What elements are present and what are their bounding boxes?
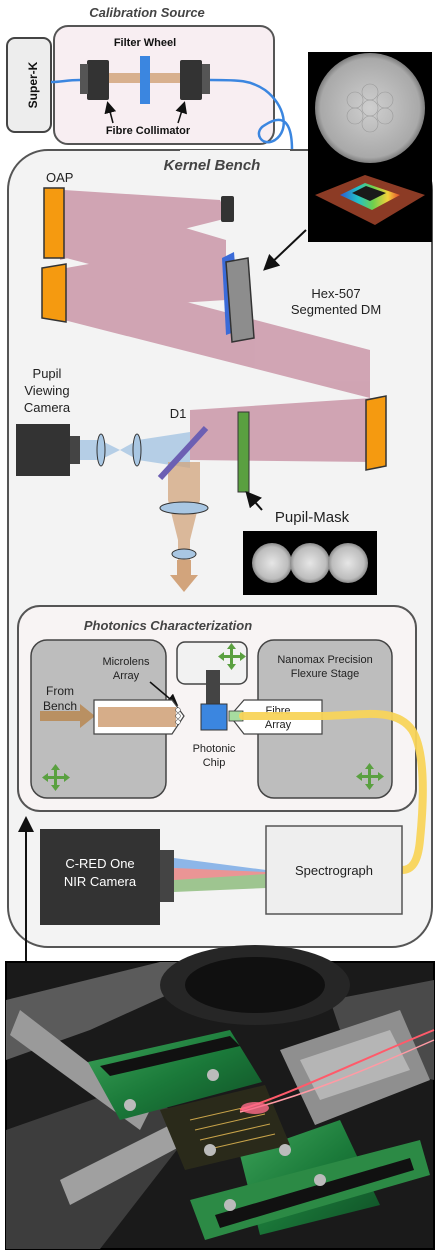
from-bench-label-line1: From [46, 684, 74, 698]
chip-label-line1: Photonic [193, 743, 236, 755]
spectral-beams [174, 858, 266, 892]
filter-wheel-label: Filter Wheel [114, 37, 176, 49]
from-bench-label-line2: Bench [43, 699, 77, 713]
calibration-source-box [53, 25, 275, 145]
camera-label-line1: C-RED One [65, 856, 134, 871]
d1-downward-arrow [170, 560, 198, 592]
fibre-collimator-right [180, 60, 210, 100]
d1-label: D1 [170, 406, 187, 421]
pupil-camera-label-line2: Viewing [24, 383, 69, 398]
super-k-fibre [50, 78, 81, 84]
calibration-source-title: Calibration Source [89, 5, 205, 20]
microlens-array [175, 707, 181, 725]
hex-dm-label-line2: Segmented DM [291, 302, 381, 317]
downward-lens-1 [159, 501, 209, 515]
microlens-label-line2: Array [113, 670, 140, 682]
d1-dichroic [157, 425, 209, 481]
move-icon-right [356, 763, 384, 790]
move-icon-top [218, 643, 246, 670]
nanomax-label-line2: Flexure Stage [291, 668, 359, 680]
collimator-pointer-right [175, 101, 188, 124]
c-red-camera [40, 829, 160, 925]
hex-dm-label-line1: Hex-507 [311, 286, 360, 301]
lab-setup-photo [5, 945, 435, 1250]
beam-oap3-to-d1 [190, 398, 372, 462]
nanomax-label-line1: Nanomax Precision [277, 654, 372, 666]
kernel-beams [60, 190, 372, 462]
hex-segment-pattern [346, 83, 394, 133]
microlens-label-line1: Microlens [102, 656, 150, 668]
dm-inset-pointer [263, 229, 307, 271]
output-fibre [239, 709, 427, 874]
super-k-box [6, 37, 52, 133]
oap-label: OAP [46, 170, 73, 185]
oap-mirror-3 [365, 395, 387, 471]
fibre-collimator-left [80, 60, 109, 100]
kernel-bench-title: Kernel Bench [164, 157, 261, 174]
collimator-pointer-left [104, 101, 117, 124]
chip-label-line2: Chip [203, 757, 226, 769]
pupil-viewing-camera [16, 424, 70, 476]
pupil-mask-pointer [245, 490, 263, 511]
wavefront-image [315, 53, 425, 163]
fibre-collimator-label: Fibre Collimator [106, 125, 191, 137]
filter-wheel-element [140, 56, 150, 104]
beam-oap2-to-oap3 [64, 270, 370, 398]
fibre-launch [221, 196, 234, 222]
fibre-array-label-line2: Array [265, 719, 292, 731]
hex-507-dm [222, 252, 255, 343]
from-bench-arrow [40, 704, 95, 728]
camera-lens-1 [96, 433, 106, 467]
super-k-source: Super-K [6, 37, 52, 133]
super-k-label: Super-K [26, 61, 40, 108]
pupil-mask-image [243, 531, 377, 595]
microlens-beam [98, 707, 176, 727]
calibration-source: Calibration Source Filter Wheel Fibre Co… [53, 5, 275, 145]
downward-lens-2 [171, 548, 197, 560]
chip-mount-post [206, 670, 220, 704]
spectrograph-label: Spectrograph [295, 863, 373, 878]
pupil-camera-label-line3: Camera [24, 400, 71, 415]
spectrograph-box [265, 825, 403, 915]
camera-lens-2 [132, 433, 142, 467]
oap-mirror-2 [41, 263, 67, 323]
pupil-camera-lens-mount [70, 436, 80, 464]
photonic-chip [200, 703, 228, 731]
pupil-mask-element [237, 411, 250, 493]
dm-inset-images [308, 52, 432, 242]
camera-label-line2: NIR Camera [64, 874, 137, 889]
move-icon-left [42, 764, 70, 791]
pupil-camera-label-line1: Pupil [33, 366, 62, 381]
oap-mirror-1 [43, 187, 65, 259]
pupil-mask-label: Pupil-Mask [275, 509, 350, 526]
photonics-title: Photonics Characterization [84, 618, 252, 633]
c-red-camera-mount [160, 850, 174, 902]
